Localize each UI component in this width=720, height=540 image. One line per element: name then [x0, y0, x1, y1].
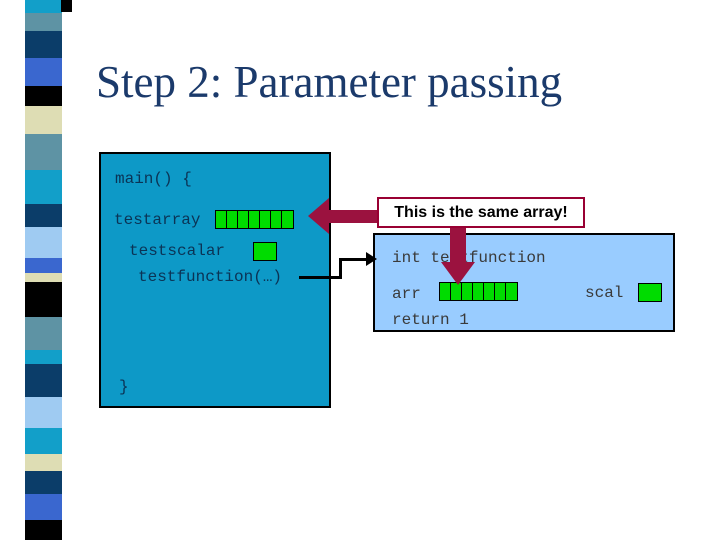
array-cell	[282, 211, 293, 228]
testscalar-cell	[253, 242, 277, 261]
testarray-cells	[215, 210, 294, 229]
closing-brace: }	[119, 378, 129, 396]
testarray-label: testarray	[114, 211, 201, 229]
array-cell	[249, 211, 260, 228]
strip-segment	[25, 0, 62, 13]
strip-segment	[25, 204, 62, 227]
testscalar-label: testscalar	[129, 242, 226, 260]
call-connector-line	[299, 276, 342, 279]
array-cell	[216, 211, 227, 228]
array-cell	[639, 284, 661, 301]
array-cell	[462, 283, 473, 300]
callout-text: This is the same array!	[394, 203, 568, 221]
same-array-callout: This is the same array!	[377, 197, 585, 228]
strip-segment	[25, 170, 62, 204]
strip-segment	[25, 58, 62, 86]
array-cell	[271, 211, 282, 228]
strip-segment	[25, 273, 62, 282]
strip-segment	[25, 317, 62, 350]
call-connector-line	[339, 258, 342, 279]
array-cell	[440, 283, 451, 300]
same-array-arrow-down-shaft	[450, 226, 466, 264]
scal-param-cell	[638, 283, 662, 302]
scal-param-label: scal	[585, 284, 624, 302]
call-connector-arrowhead-icon	[366, 252, 377, 266]
same-array-arrow-left-icon	[308, 198, 329, 234]
array-cell	[254, 243, 276, 260]
strip-segment	[25, 13, 62, 31]
strip-segment	[25, 428, 62, 454]
array-cell	[238, 211, 249, 228]
array-cell	[451, 283, 462, 300]
strip-segment	[25, 397, 62, 428]
same-array-arrow-left-shaft	[327, 210, 378, 223]
main-signature: main() {	[115, 170, 192, 188]
array-cell	[484, 283, 495, 300]
strip-segment	[25, 454, 62, 471]
decorative-strip	[25, 0, 62, 540]
strip-segment	[25, 364, 62, 397]
strip-segment	[25, 134, 62, 170]
strip-segment	[25, 520, 62, 540]
slide-title: Step 2: Parameter passing	[96, 57, 563, 107]
strip-segment	[25, 258, 62, 273]
arr-param-cells	[439, 282, 518, 301]
strip-segment	[25, 227, 62, 258]
array-cell	[473, 283, 484, 300]
array-cell	[260, 211, 271, 228]
array-cell	[227, 211, 238, 228]
strip-segment	[25, 282, 62, 317]
strip-segment	[25, 471, 62, 494]
array-cell	[506, 283, 517, 300]
testfunction-box: int testfunction arr scal return 1	[373, 233, 675, 332]
strip-segment	[25, 494, 62, 520]
arr-param-label: arr	[392, 285, 421, 303]
call-connector-line	[339, 258, 367, 261]
strip-segment	[25, 31, 62, 58]
strip-notch	[61, 0, 72, 12]
array-cell	[495, 283, 506, 300]
strip-segment	[25, 86, 62, 106]
return-statement: return 1	[392, 311, 469, 329]
same-array-arrow-down-icon	[441, 262, 475, 285]
strip-segment	[25, 350, 62, 364]
strip-segment	[25, 106, 62, 134]
testfunction-call-label: testfunction(…)	[138, 268, 283, 286]
main-function-box: main() { testarray testscalar testfuncti…	[99, 152, 331, 408]
